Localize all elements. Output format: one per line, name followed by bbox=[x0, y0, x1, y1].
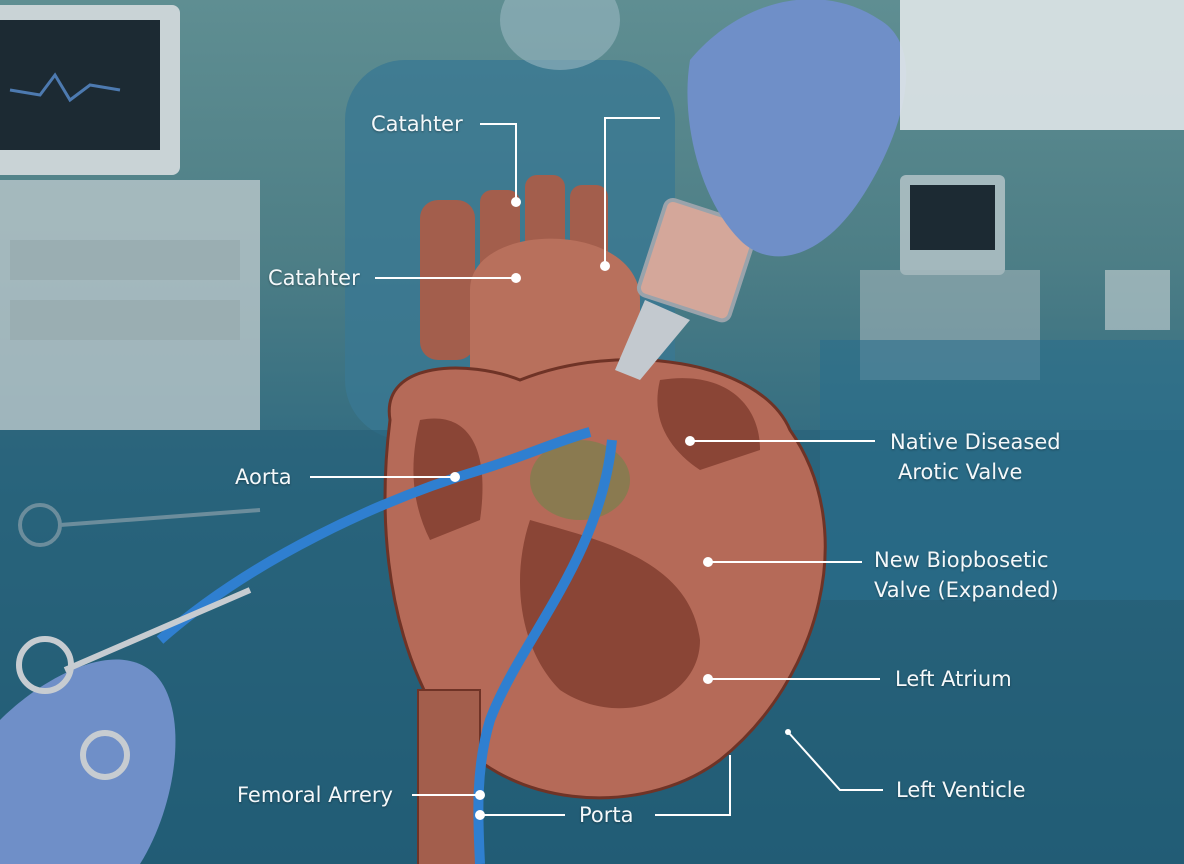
label-porta: Porta bbox=[579, 803, 634, 827]
scissors-icon bbox=[18, 503, 261, 547]
label-native-valve: Native Diseased Arotic Valve bbox=[890, 427, 1061, 487]
label-native-valve-line2: Arotic Valve bbox=[898, 460, 1023, 484]
leader-lines bbox=[310, 117, 883, 816]
monitor-icon bbox=[0, 5, 260, 430]
label-new-valve: New Biopbosetic Valve (Expanded) bbox=[874, 545, 1059, 605]
label-catheter-mid: Catahter bbox=[268, 266, 360, 290]
glove-hand-left bbox=[0, 587, 252, 864]
glove-hand-right bbox=[687, 0, 1184, 257]
label-new-valve-line2: Valve (Expanded) bbox=[874, 578, 1059, 602]
label-femoral-artery: Femoral Arrery bbox=[237, 783, 393, 807]
valve-delivery-device bbox=[615, 198, 759, 380]
leader-dots bbox=[450, 197, 791, 820]
label-catheter-top: Catahter bbox=[371, 112, 463, 136]
label-left-ventricle: Left Venticle bbox=[896, 778, 1026, 802]
label-new-valve-line1: New Biopbosetic bbox=[874, 548, 1049, 572]
label-aorta: Aorta bbox=[235, 465, 292, 489]
label-left-atrium: Left Atrium bbox=[895, 667, 1012, 691]
label-native-valve-line1: Native Diseased bbox=[890, 430, 1061, 454]
